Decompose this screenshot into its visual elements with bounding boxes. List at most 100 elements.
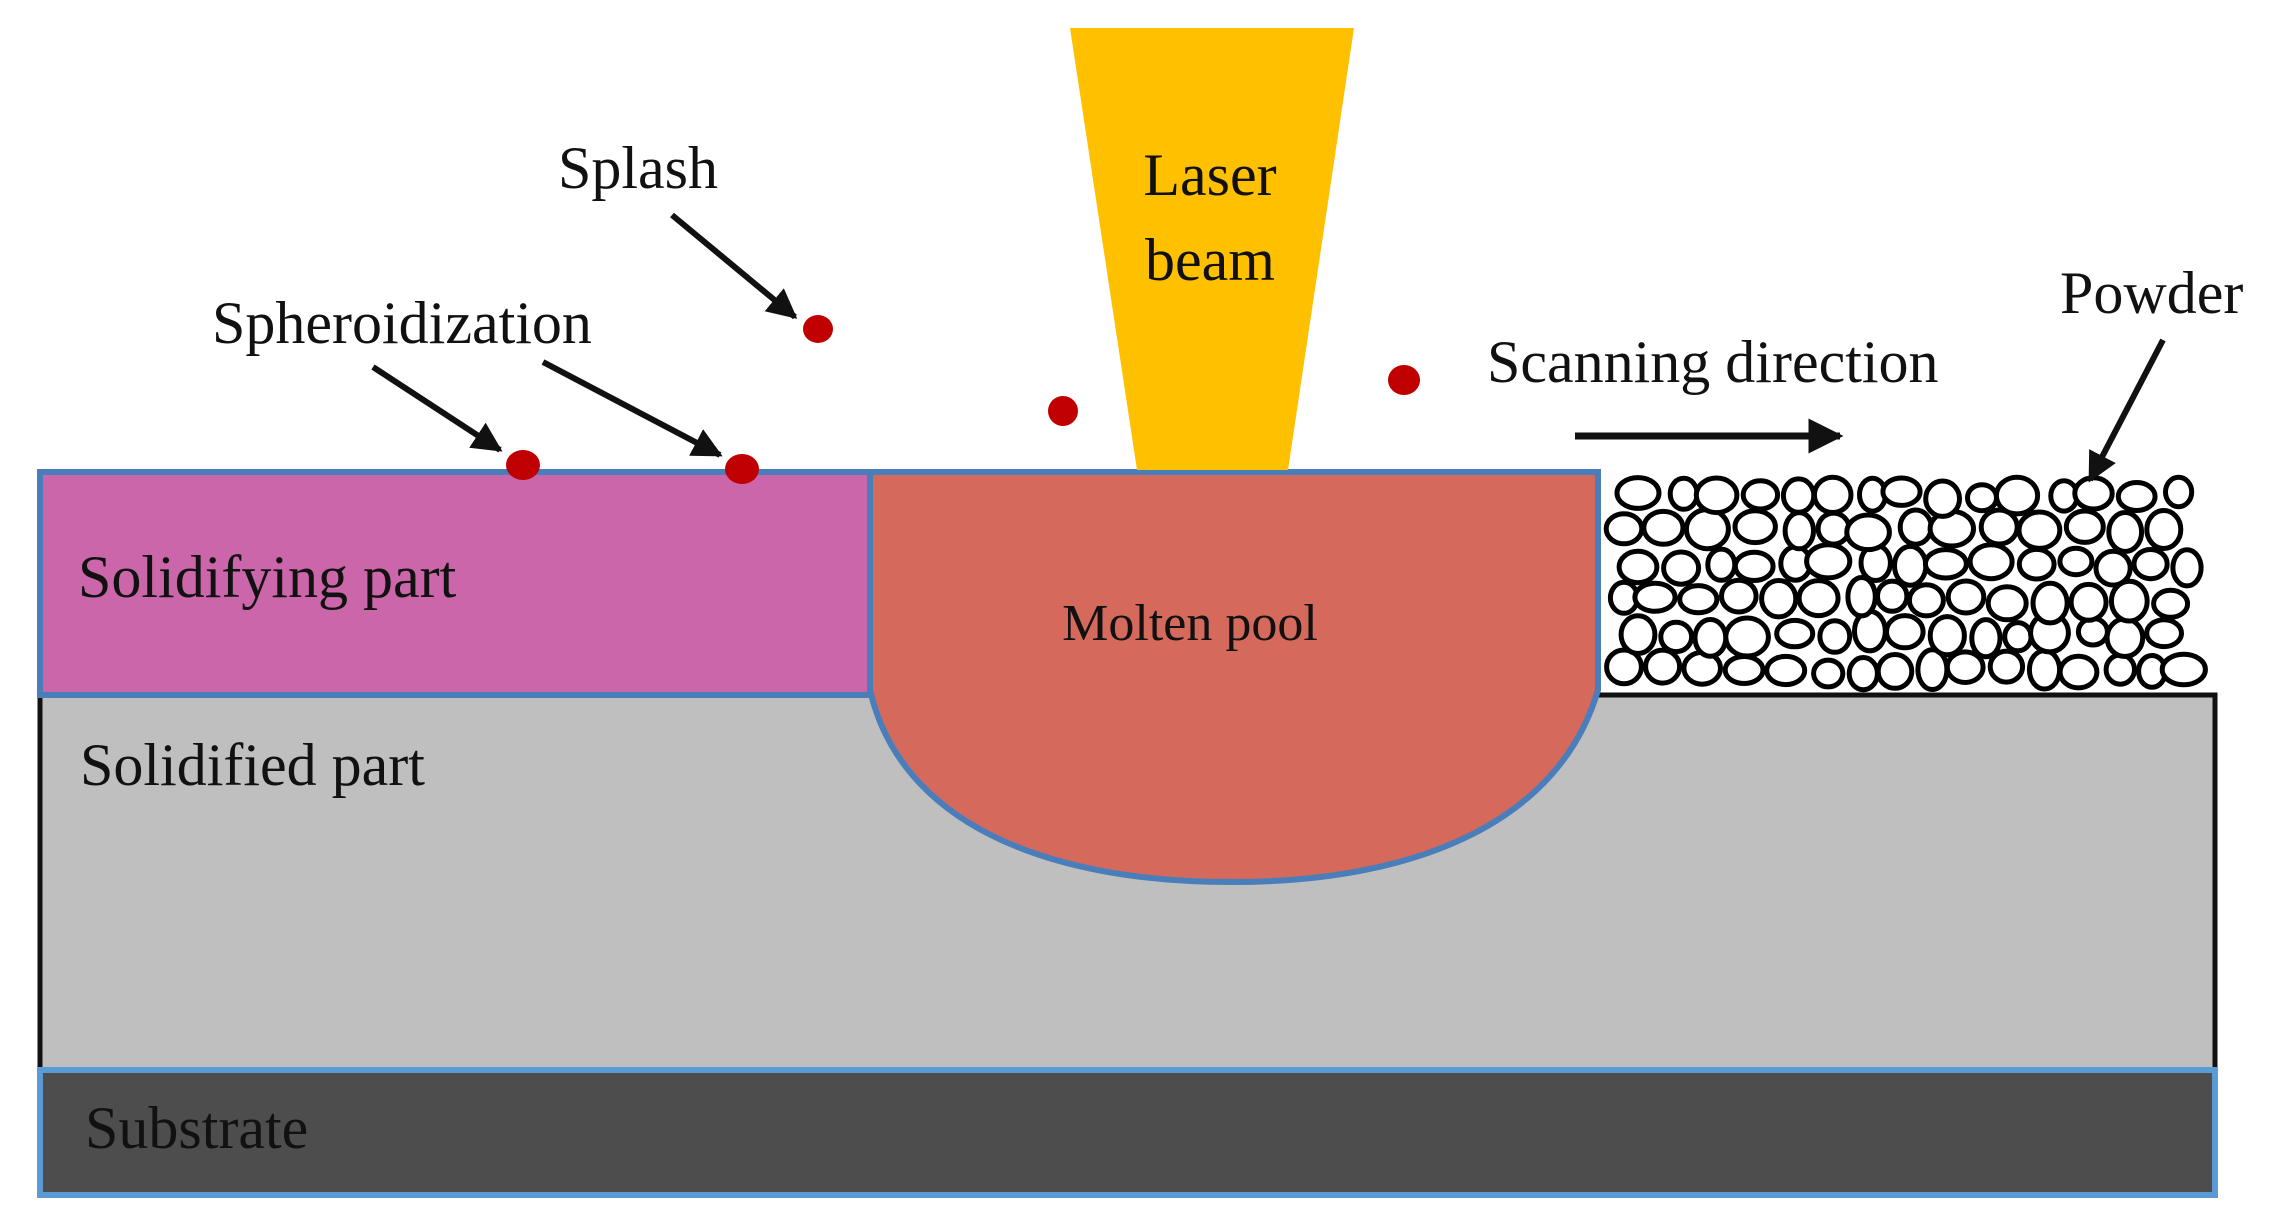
- powder-particle: [1632, 580, 1678, 614]
- splash-droplet: [803, 315, 833, 343]
- powder-particle: [1817, 618, 1853, 655]
- powder-particle: [2106, 510, 2145, 554]
- splash-droplet: [1048, 396, 1078, 426]
- powder-particle: [1667, 475, 1700, 512]
- powder-particle: [1732, 549, 1776, 584]
- powder-particle: [2068, 581, 2109, 623]
- powder-particle: [1780, 476, 1817, 515]
- powder-particle: [1618, 613, 1658, 656]
- powder-particle: [1846, 655, 1880, 693]
- molten-pool-region: [867, 469, 1601, 886]
- powder-particle: [1892, 543, 1929, 588]
- powder-bed: [1603, 474, 2208, 693]
- powder-particle: [2075, 615, 2110, 648]
- powder-particle: [1692, 617, 1729, 659]
- powder-particle: [1967, 542, 2015, 582]
- powder-particle: [2103, 652, 2138, 687]
- powder-particle: [1723, 615, 1771, 659]
- powder-particle: [1965, 482, 1999, 514]
- splash-label: Splash: [558, 135, 718, 201]
- powder-particle: [1875, 652, 1915, 691]
- powder-particle: [1661, 549, 1702, 587]
- powder-particle: [2108, 578, 2150, 624]
- powder-particle: [2072, 475, 2115, 512]
- powder-particle: [2144, 508, 2184, 551]
- powder-particle: [1923, 478, 1962, 519]
- powder-particle: [2063, 508, 2106, 545]
- powder-particle: [2151, 587, 2191, 620]
- powder-particle: [1719, 577, 1759, 615]
- solidifying-part-region: [37, 469, 873, 698]
- powder-particle: [2131, 547, 2170, 582]
- solidified-part-label: Solidified part: [80, 732, 425, 798]
- powder-particle: [1641, 508, 1686, 547]
- powder-particle: [1764, 653, 1808, 688]
- powder-particle: [1705, 546, 1738, 583]
- powder-particle: [1815, 510, 1852, 547]
- spheroidization-label: Spheroidization: [212, 290, 592, 356]
- powder-particle: [2057, 653, 2100, 691]
- powder-particle: [1906, 582, 1946, 619]
- powder-particle: [1603, 511, 1645, 547]
- powder-particle: [2115, 480, 2158, 513]
- splash-droplet: [1388, 365, 1420, 395]
- powder-arrow: [2087, 338, 2166, 483]
- powder-particle: [2002, 620, 2034, 654]
- powder-particle: [1880, 475, 1923, 508]
- spheroidization-arrow: [541, 359, 723, 458]
- scanning-direction-label: Scanning direction: [1487, 329, 1939, 395]
- powder-label: Powder: [2060, 260, 2243, 326]
- powder-particle: [2159, 651, 2208, 688]
- powder-particle: [1616, 548, 1660, 586]
- powder-particle: [1732, 508, 1778, 546]
- powder-particle: [1740, 478, 1781, 512]
- powder-particle: [1759, 578, 1799, 620]
- molten-pool-label: Molten pool: [1062, 595, 1318, 652]
- powder-particle: [1969, 617, 2003, 660]
- spheroidization-arrow: [371, 364, 503, 453]
- powder-particle: [1811, 657, 1846, 690]
- powder-particle: [1993, 474, 2041, 517]
- powder-particle: [1677, 583, 1720, 616]
- powder-particle: [1844, 512, 1892, 553]
- laser-beam-label-line2: beam: [1145, 227, 1275, 293]
- powder-particle: [1796, 578, 1841, 619]
- powder-particle: [1922, 547, 1969, 581]
- powder-particle: [1987, 648, 2026, 685]
- powder-particle: [2093, 548, 2133, 588]
- substrate-label: Substrate: [85, 1095, 308, 1161]
- powder-particle: [1945, 578, 1987, 616]
- powder-particle: [2144, 617, 2185, 650]
- powder-particle: [1604, 647, 1644, 687]
- powder-particle: [1884, 613, 1926, 651]
- powder-particle: [1944, 649, 1986, 686]
- substrate-region: [37, 1067, 2218, 1198]
- powder-particle: [1897, 507, 1934, 547]
- powder-particle: [1875, 578, 1910, 614]
- powder-particle: [1811, 474, 1854, 515]
- powder-particle: [1782, 510, 1817, 552]
- powder-particle: [2030, 580, 2070, 626]
- powder-particle: [2170, 547, 2204, 589]
- powder-particle: [1683, 506, 1731, 552]
- laser-beam: [1070, 28, 1354, 470]
- powder-particle: [2057, 545, 2095, 578]
- spheroidization-droplet: [725, 454, 759, 484]
- solidifying-part-label: Solidifying part: [78, 544, 457, 610]
- powder-particle: [2104, 616, 2146, 660]
- powder-particle: [1985, 584, 2029, 623]
- laser-beam-label-line1: Laser: [1143, 142, 1276, 208]
- powder-particle: [1774, 617, 1816, 650]
- powder-particle: [2016, 509, 2063, 551]
- splash-arrow: [670, 212, 798, 320]
- powder-particle: [1845, 575, 1878, 619]
- powder-particle: [2016, 546, 2057, 582]
- powder-particle: [1927, 614, 1967, 658]
- powder-particle: [1614, 475, 1662, 511]
- powder-particle: [1804, 542, 1853, 581]
- powder-particle: [2026, 648, 2063, 692]
- powder-particle: [2163, 474, 2195, 510]
- powder-particle: [1658, 619, 1695, 655]
- powder-particle: [1722, 654, 1766, 686]
